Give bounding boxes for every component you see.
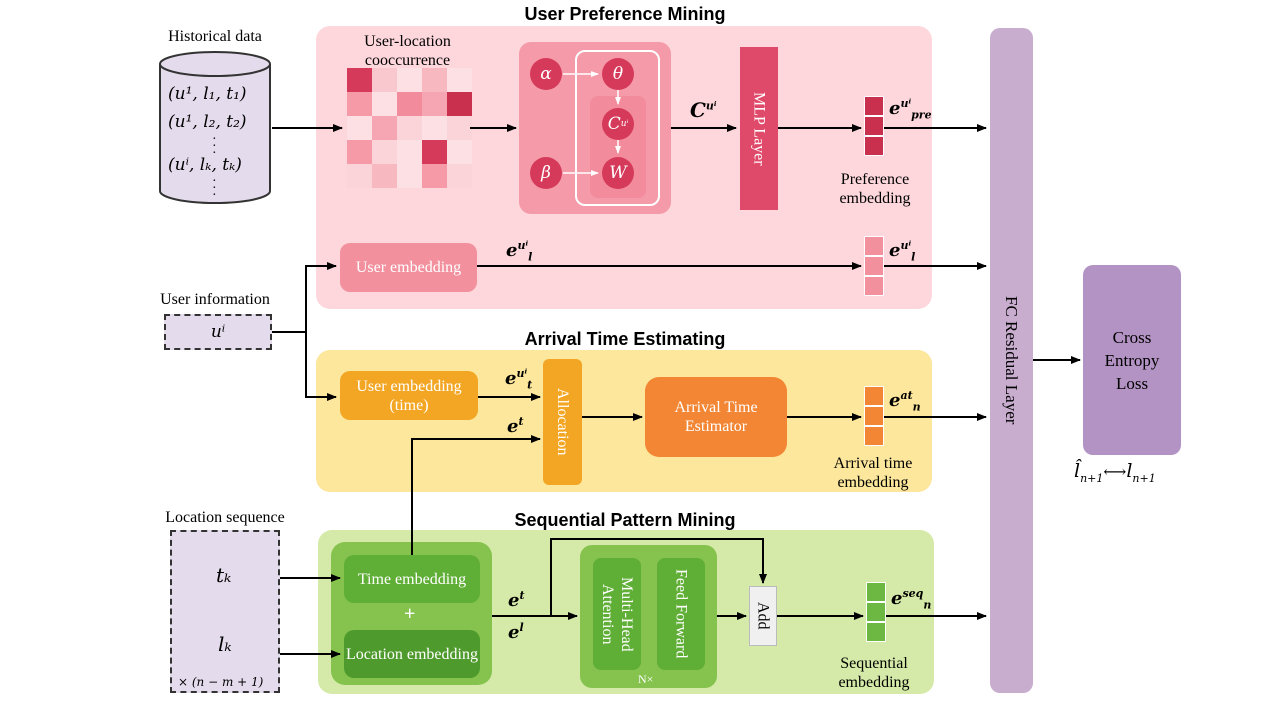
n-times-label: N× xyxy=(638,672,654,686)
user-embedding-box: User embedding xyxy=(340,243,477,292)
allocation-box: Allocation xyxy=(543,359,582,485)
section-title-arrival: Arrival Time Estimating xyxy=(524,329,726,349)
section-title-preference: User Preference Mining xyxy=(524,4,726,24)
time-embedding-symbol: et xyxy=(507,415,524,437)
prediction-sub: n+1 xyxy=(1080,471,1104,485)
prediction-target: l̂n+1⟷ln+1 xyxy=(1074,460,1156,485)
arrival-embedding-vector xyxy=(864,386,884,446)
location-embedding-box: Location embedding xyxy=(344,630,480,678)
seq-time-symbol: et xyxy=(508,589,525,611)
database-cylinder-icon xyxy=(159,51,271,204)
cooccurrence-label: User-location cooccurrence xyxy=(364,33,451,69)
topic-model-plate xyxy=(575,50,660,206)
historical-row-k: (uⁱ, lₖ, tₖ) xyxy=(168,155,242,175)
arrival-time-estimator: Arrival Time Estimator xyxy=(645,377,787,457)
arrival-embedding-symbol: eatn xyxy=(889,389,921,414)
ellipsis-dots-2: ··· xyxy=(212,174,217,203)
seq-location-symbol: el xyxy=(508,621,524,643)
historical-row-2: (u¹, l₂, t₂) xyxy=(168,112,247,132)
user-embedding-time-box: User embedding (time) xyxy=(340,371,478,420)
fc-residual-layer: FC Residual Layer xyxy=(990,28,1033,693)
plus-sign: + xyxy=(404,603,416,625)
theta-node: θ xyxy=(602,58,634,90)
mlp-layer: MLP Layer xyxy=(740,47,778,210)
cross-entropy-loss-box: Cross Entropy Loss xyxy=(1083,265,1181,455)
user-information-box: uⁱ xyxy=(164,314,272,350)
arrival-embedding-label: Arrival time embedding xyxy=(833,455,913,491)
user-information-value: uⁱ xyxy=(210,322,226,342)
sequence-multiplier: × (n − m + 1) xyxy=(178,675,264,689)
cooccurrence-matrix xyxy=(347,68,472,188)
user-information-label: User information xyxy=(160,291,270,308)
add-box: Add xyxy=(749,586,777,646)
historical-row-1: (u¹, l₁, t₁) xyxy=(168,84,247,104)
historical-data-label: Historical data xyxy=(168,28,262,45)
sequence-time-value: tₖ xyxy=(216,563,232,587)
sequential-embedding-vector xyxy=(866,582,886,642)
user-time-embedding-symbol: euⁱt xyxy=(505,367,533,392)
user-embedding-vector xyxy=(864,236,884,296)
ground-truth-sub: n+1 xyxy=(1132,471,1156,485)
preference-embedding-symbol: euⁱpre xyxy=(889,97,932,122)
c-node-label: C xyxy=(607,114,621,134)
feed-forward-box: Feed Forward xyxy=(657,558,705,670)
prediction-symbol: l̂ xyxy=(1074,460,1081,482)
beta-node: β xyxy=(530,157,562,189)
sequential-embedding-label: Sequential embedding xyxy=(838,655,910,691)
user-embedding-symbol: euⁱl xyxy=(506,239,533,264)
c-output-symbol: Cuⁱ xyxy=(690,98,717,122)
ground-truth-symbol: l xyxy=(1126,460,1133,482)
w-node: W xyxy=(602,157,634,189)
multi-head-attention-box: Multi-Head Attention xyxy=(593,558,641,670)
sequential-embedding-symbol: eseqn xyxy=(891,587,932,612)
preference-embedding-label: Preference embedding xyxy=(839,171,911,207)
ellipsis-dots-1: ··· xyxy=(212,132,217,161)
preference-embedding-vector xyxy=(864,96,884,156)
location-sequence-box xyxy=(170,530,280,693)
location-sequence-label: Location sequence xyxy=(165,509,285,526)
user-embedding-out-symbol: euⁱl xyxy=(889,239,916,264)
alpha-node: α xyxy=(530,58,562,90)
time-embedding-box: Time embedding xyxy=(344,555,480,603)
compare-arrow-icon: ⟷ xyxy=(1103,462,1127,481)
sequence-location-value: lₖ xyxy=(218,632,232,656)
section-title-sequential: Sequential Pattern Mining xyxy=(514,510,736,530)
